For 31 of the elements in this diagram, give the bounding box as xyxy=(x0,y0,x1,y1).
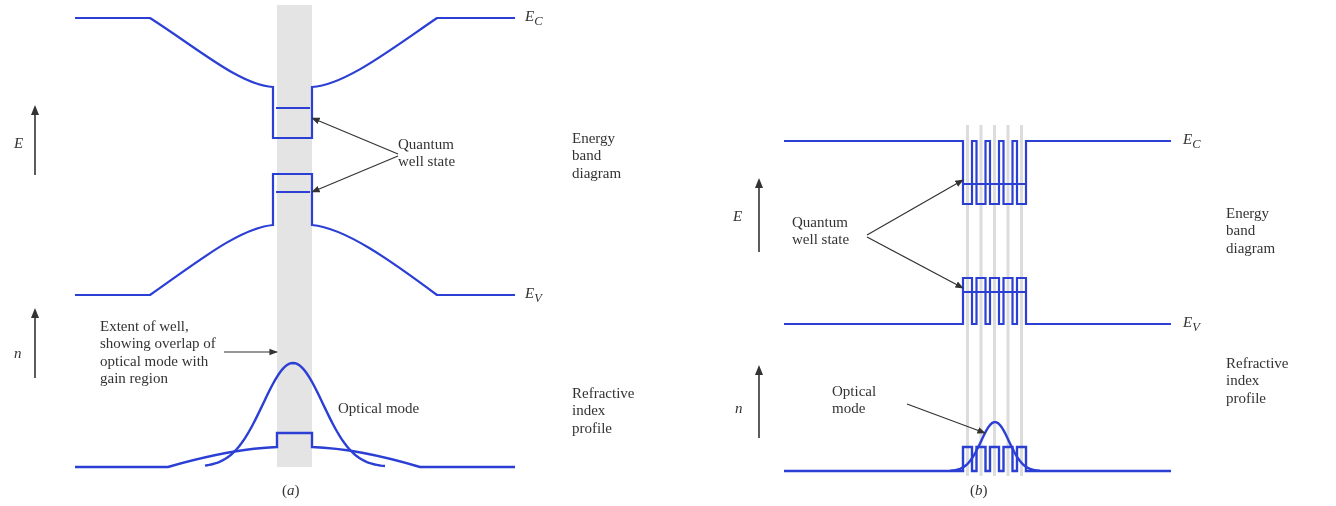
section-label: Refractive index profile xyxy=(572,385,636,437)
section-label: Refractive index profile xyxy=(1226,355,1290,407)
panel-label: (b) xyxy=(970,482,988,500)
callout-text: Quantum well state xyxy=(792,214,867,249)
leader-arrow xyxy=(223,348,278,356)
gain-region-band xyxy=(277,5,312,467)
callout-text: Optical mode xyxy=(832,383,907,418)
band-edge-label: E$_{C}$ xyxy=(525,8,543,29)
section-label: Energy band diagram xyxy=(572,130,623,182)
callout-text: Extent of well, showing overlap of optical mode with gain region xyxy=(100,318,224,387)
axis-label: E xyxy=(14,135,24,153)
leader-arrow xyxy=(906,403,986,434)
axis-label: n xyxy=(735,400,743,418)
band-edge-label: E$_{C}$ xyxy=(1183,131,1201,152)
section-label: Energy band diagram xyxy=(1226,205,1277,257)
curve-label: Optical mode xyxy=(338,400,420,418)
axis-label: n xyxy=(14,345,22,363)
leader-arrow xyxy=(311,117,399,155)
callout-text: Quantum well state xyxy=(398,136,480,171)
optical-mode-curve xyxy=(949,420,1041,472)
valence-band-line xyxy=(73,172,517,297)
band-edge-label: E$_{V}$ xyxy=(1183,314,1200,335)
conduction-band-line xyxy=(73,16,517,140)
axis-label: E xyxy=(733,208,743,226)
valence-band-line xyxy=(782,276,1173,326)
band-edge-label: E$_{V}$ xyxy=(525,285,542,306)
panel-label: (a) xyxy=(282,482,300,500)
leader-arrow xyxy=(311,155,399,193)
leader-arrow xyxy=(866,236,964,289)
leader-arrow xyxy=(866,179,964,236)
conduction-band-line xyxy=(782,139,1173,206)
